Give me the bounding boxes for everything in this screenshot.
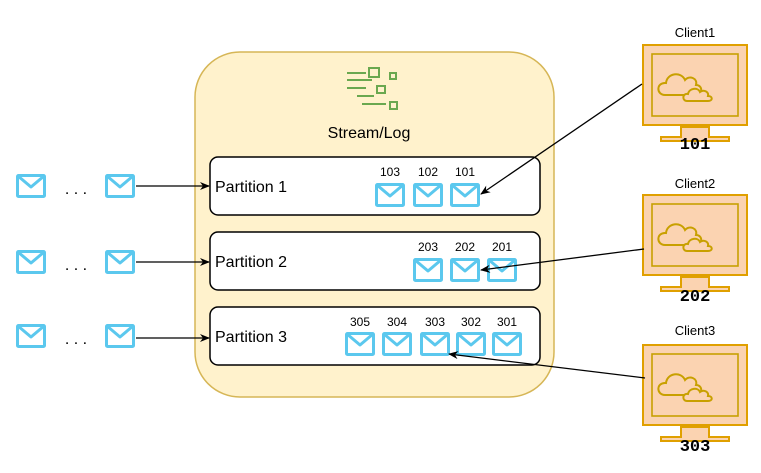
envelope-icon xyxy=(450,183,480,207)
message-envelope: 202 xyxy=(450,240,480,282)
stream-log-icon xyxy=(347,67,398,110)
producer-row-3: . . . xyxy=(16,324,210,348)
message-id: 201 xyxy=(492,240,512,254)
client-offset: 202 xyxy=(680,288,711,307)
message-id: 203 xyxy=(418,240,438,254)
consume-arrow-client-2 xyxy=(480,248,645,273)
consume-arrow-client-3 xyxy=(448,351,646,379)
envelope-icon xyxy=(450,258,480,282)
client-name: Client1 xyxy=(675,25,715,40)
client-name: Client2 xyxy=(675,176,715,191)
envelope-icon xyxy=(105,324,135,348)
envelope-icon xyxy=(456,332,486,356)
message-envelope: 203 xyxy=(413,240,443,282)
message-id: 202 xyxy=(455,240,475,254)
partition-label: Partition 1 xyxy=(215,179,287,196)
ellipsis: . . . xyxy=(65,331,87,348)
message-id: 301 xyxy=(497,315,517,329)
envelope-icon xyxy=(16,174,46,198)
envelope-icon xyxy=(345,332,375,356)
client-3: Client3 303 xyxy=(642,323,748,457)
message-id: 103 xyxy=(380,165,400,179)
envelope-icon xyxy=(382,332,412,356)
envelope-icon xyxy=(413,183,443,207)
client-offset: 303 xyxy=(680,438,711,457)
producer-row-1: . . . xyxy=(16,174,210,198)
message-envelope: 201 xyxy=(487,240,517,282)
message-envelope: 103 xyxy=(375,165,405,207)
client-1: Client1 101 xyxy=(642,25,748,155)
partition-label: Partition 3 xyxy=(215,329,287,346)
monitor-cloud-icon xyxy=(642,194,748,292)
monitor-cloud-icon xyxy=(642,44,748,142)
client-2: Client2 202 xyxy=(642,176,748,307)
message-id: 304 xyxy=(387,315,407,329)
message-id: 102 xyxy=(418,165,438,179)
envelope-icon xyxy=(413,258,443,282)
producer-row-2: . . . xyxy=(16,250,210,274)
message-envelope: 301 xyxy=(492,315,522,356)
envelope-icon xyxy=(105,174,135,198)
stream-title: Stream/Log xyxy=(328,125,411,142)
envelope-icon xyxy=(16,324,46,348)
envelope-icon xyxy=(492,332,522,356)
envelope-icon xyxy=(105,250,135,274)
message-envelope: 302 xyxy=(456,315,486,356)
monitor-cloud-icon xyxy=(642,344,748,442)
ellipsis: . . . xyxy=(65,257,87,274)
envelope-icon xyxy=(375,183,405,207)
envelope-icon xyxy=(16,250,46,274)
message-id: 101 xyxy=(455,165,475,179)
message-envelope: 101 xyxy=(450,165,480,207)
client-offset: 101 xyxy=(680,136,711,155)
envelope-icon xyxy=(487,258,517,282)
message-envelope: 303 xyxy=(420,315,450,356)
message-id: 303 xyxy=(425,315,445,329)
partition-label: Partition 2 xyxy=(215,254,287,271)
message-envelope: 305 xyxy=(345,315,375,356)
envelope-icon xyxy=(420,332,450,356)
message-id: 302 xyxy=(461,315,481,329)
message-envelope: 102 xyxy=(413,165,443,207)
ellipsis: . . . xyxy=(65,181,87,198)
client-name: Client3 xyxy=(675,323,715,338)
message-id: 305 xyxy=(350,315,370,329)
consume-arrow-client-1 xyxy=(480,83,643,195)
message-envelope: 304 xyxy=(382,315,412,356)
